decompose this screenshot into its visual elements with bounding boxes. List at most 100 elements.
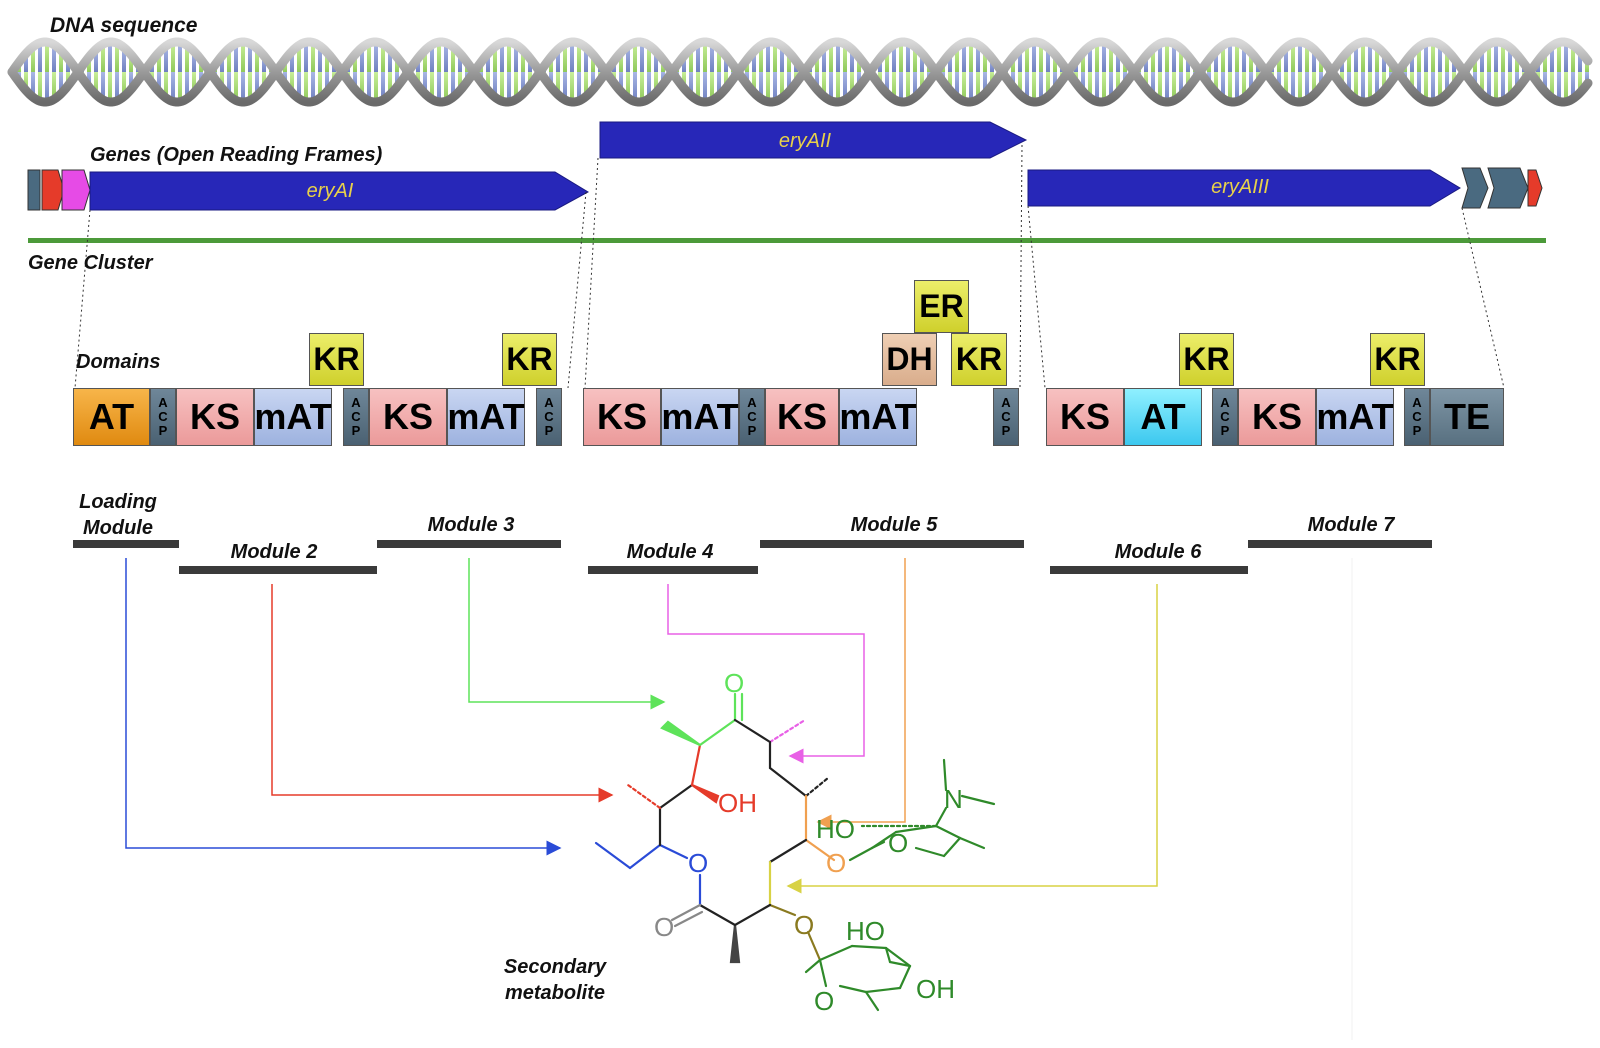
gene-label-eryAI: eryAI: [306, 180, 354, 202]
base-pair: [920, 53, 924, 72]
base-pair: [787, 72, 791, 92]
base-pair: [374, 42, 378, 72]
base-pair: [1494, 42, 1498, 72]
base-pair: [87, 57, 91, 72]
small-gene-red-2: [1527, 169, 1543, 207]
base-pair: [1242, 46, 1246, 72]
base-pair: [626, 72, 630, 98]
base-pair: [1557, 42, 1561, 72]
base-pair: [31, 72, 35, 98]
base-pair: [710, 72, 714, 101]
module-bar-loading: [73, 540, 179, 548]
gene-cluster-line: [28, 238, 1546, 243]
base-pair: [857, 72, 861, 87]
domain-KS-m1: KS: [176, 388, 254, 446]
secondary-metabolite-label: Secondary metabolite: [504, 954, 606, 1006]
base-pair: [1046, 47, 1050, 72]
base-pair: [318, 46, 322, 72]
atom-HO-sugar2: HO: [846, 916, 885, 946]
base-pair: [157, 72, 161, 92]
base-pair: [752, 72, 756, 93]
atom-O-c5: O: [826, 848, 846, 878]
domain-DH-m4: DH: [882, 333, 937, 386]
base-pair: [1249, 52, 1253, 72]
base-pair: [1277, 72, 1281, 90]
base-pair: [1116, 72, 1120, 93]
base-pair: [108, 42, 112, 72]
base-pair: [374, 72, 378, 102]
module-bar-2: [179, 566, 377, 574]
base-pair: [1487, 72, 1491, 100]
base-pair: [1095, 72, 1099, 102]
base-pair: [563, 72, 567, 100]
base-pair: [857, 57, 861, 72]
base-pair: [822, 72, 826, 97]
base-pair: [262, 72, 266, 89]
base-pair: [1053, 54, 1057, 72]
base-pair: [514, 72, 518, 100]
base-pair: [1116, 51, 1120, 72]
base-pair: [1557, 72, 1561, 102]
arrow-loading: [125, 558, 562, 856]
base-pair: [493, 72, 497, 98]
base-pair: [836, 72, 840, 102]
module-bar-6: [1050, 566, 1248, 574]
base-pair: [759, 45, 763, 72]
base-pair: [1165, 42, 1169, 72]
base-pair: [850, 49, 854, 72]
base-pair: [290, 51, 294, 72]
base-pair: [360, 72, 364, 97]
base-pair: [549, 57, 553, 72]
base-pair: [1438, 72, 1442, 100]
base-pair: [94, 72, 98, 95]
domain-KS-m4: KS: [765, 388, 839, 446]
base-pair: [1158, 72, 1162, 101]
base-pair: [563, 44, 567, 72]
domain-KS-m2: KS: [369, 388, 447, 446]
base-pair: [1571, 72, 1575, 99]
base-pair: [584, 72, 588, 97]
base-pair: [640, 72, 644, 102]
base-pair: [388, 72, 392, 95]
base-pair: [122, 47, 126, 72]
base-pair: [486, 72, 490, 91]
domain-AT-m5: AT: [1124, 388, 1202, 446]
base-pair: [1102, 72, 1106, 102]
base-pair: [1473, 57, 1477, 72]
atom-N: N: [944, 784, 963, 814]
base-pair: [290, 72, 294, 93]
base-pair: [689, 72, 693, 96]
arrow-module-6: [786, 584, 1158, 894]
base-pair: [185, 72, 189, 99]
base-pair: [773, 72, 777, 102]
base-pair: [1368, 42, 1372, 72]
base-pair: [192, 72, 196, 93]
base-pair: [696, 72, 700, 101]
module-bar-7: [1248, 540, 1432, 548]
base-pair: [1214, 51, 1218, 72]
module-label-7: Module 7: [1307, 514, 1395, 536]
base-pair: [591, 54, 595, 72]
base-pair: [227, 72, 231, 96]
base-pair: [1088, 46, 1092, 72]
base-pair: [1102, 42, 1106, 72]
domain-KR-m4: KR: [951, 333, 1007, 386]
module-label-5: Module 5: [850, 514, 938, 536]
base-pair: [1375, 46, 1379, 72]
base-pair: [1312, 72, 1316, 95]
domain-KS-m6: KS: [1238, 388, 1316, 446]
gene-eryAII: [599, 121, 1028, 159]
base-pair: [325, 72, 329, 92]
base-pair: [913, 72, 917, 98]
base-pair: [1319, 57, 1323, 72]
arrow-module-4: [667, 584, 865, 764]
base-pair: [1480, 72, 1484, 95]
base-pair: [297, 45, 301, 72]
base-pair: [234, 43, 238, 72]
base-pair: [1011, 57, 1015, 72]
